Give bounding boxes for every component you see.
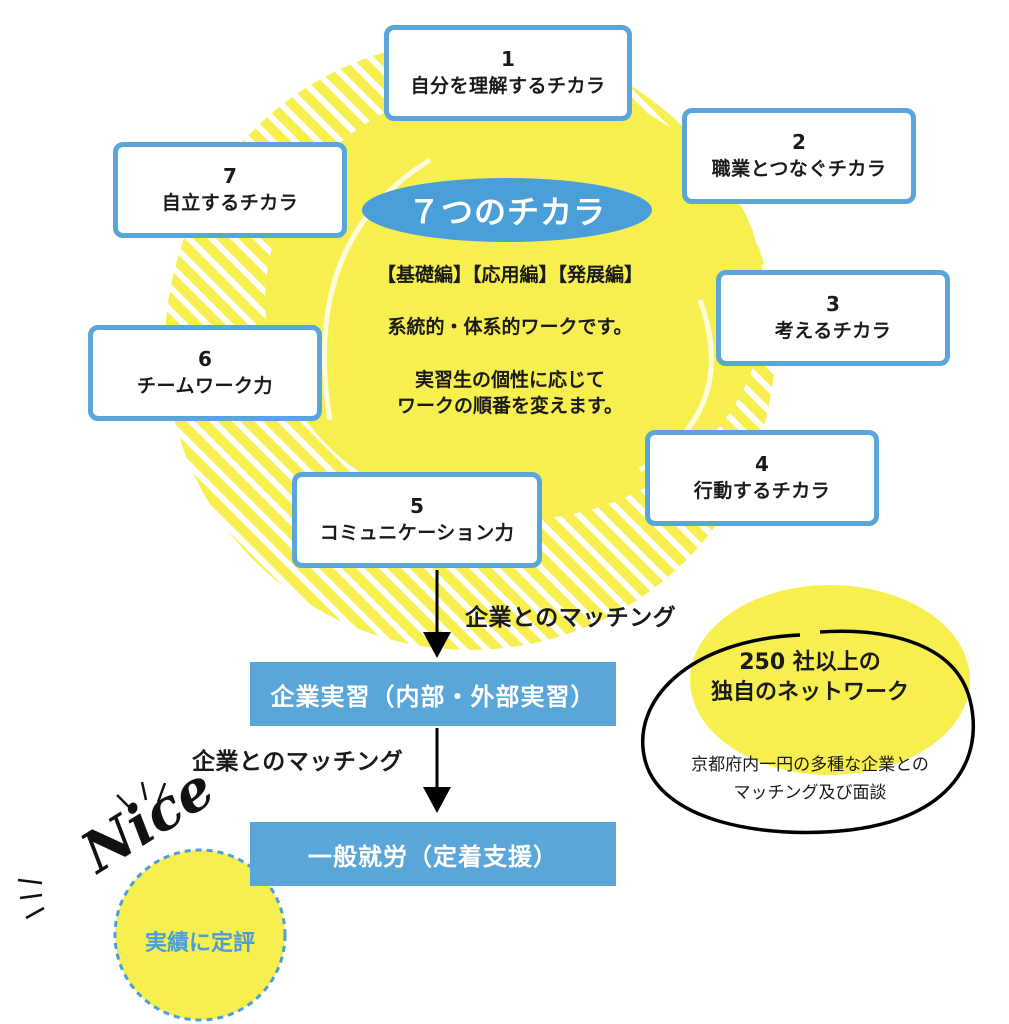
power-number: 4 bbox=[755, 452, 769, 476]
power-box-7: 7 自立するチカラ bbox=[113, 142, 347, 238]
network-title-2: 独自のネットワーク bbox=[710, 680, 909, 705]
badge-text: 実績に定評 bbox=[144, 931, 255, 956]
internship-label: 企業実習（内部・外部実習） bbox=[270, 682, 596, 711]
accent-stroke bbox=[25, 906, 45, 920]
arrow-head-2 bbox=[423, 787, 451, 813]
accent-stroke bbox=[17, 878, 43, 885]
network-sub-1: 京都府内一円の多種な企業との bbox=[691, 755, 929, 775]
power-label: 職業とつなぐチカラ bbox=[711, 158, 887, 180]
power-number: 3 bbox=[826, 292, 840, 316]
inner-white-arc bbox=[321, 157, 432, 421]
power-label: 行動するチカラ bbox=[693, 480, 831, 502]
power-box-3: 3 考えるチカラ bbox=[716, 270, 950, 366]
power-label: 考えるチカラ bbox=[774, 320, 892, 342]
accent-stroke bbox=[156, 782, 167, 803]
center-title: ７つのチカラ bbox=[407, 193, 606, 231]
center-levels: 【基礎編】【応用編】【発展編】 bbox=[376, 264, 643, 286]
arrow-head-1 bbox=[423, 632, 451, 658]
power-box-4: 4 行動するチカラ bbox=[645, 430, 879, 526]
network-hand-drawn-circle bbox=[641, 629, 976, 835]
internship-bar: 企業実習（内部・外部実習） bbox=[250, 662, 616, 726]
accent-stroke bbox=[116, 794, 131, 809]
power-number: 2 bbox=[792, 130, 806, 154]
power-number: 7 bbox=[223, 164, 237, 188]
center-line2: 実習生の個性に応じて bbox=[414, 369, 605, 391]
power-label: コミュニケーション力 bbox=[319, 522, 515, 544]
center-line1: 系統的・体系的ワークです。 bbox=[387, 316, 633, 338]
employment-label: 一般就労（定着支援） bbox=[308, 842, 558, 871]
center-line3: ワークの順番を変えます。 bbox=[396, 395, 624, 417]
power-label: 自立するチカラ bbox=[161, 192, 299, 214]
network-sub-2: マッチング及び面談 bbox=[733, 783, 887, 803]
power-number: 5 bbox=[410, 494, 424, 518]
employment-bar: 一般就労（定着支援） bbox=[250, 822, 616, 886]
accent-stroke bbox=[140, 781, 148, 801]
power-label: チームワーク力 bbox=[137, 375, 273, 397]
power-box-5: 5 コミュニケーション力 bbox=[292, 472, 542, 568]
power-box-6: 6 チームワーク力 bbox=[88, 325, 322, 421]
matching-caption-1: 企業とのマッチング bbox=[465, 605, 677, 631]
power-box-2: 2 職業とつなぐチカラ bbox=[682, 108, 916, 204]
power-label: 自分を理解するチカラ bbox=[410, 75, 606, 97]
network-yellow-blob bbox=[690, 585, 970, 775]
power-number: 6 bbox=[198, 347, 212, 371]
accent-stroke bbox=[19, 893, 43, 900]
power-box-1: 1 自分を理解するチカラ bbox=[384, 25, 632, 121]
badge-circle bbox=[113, 848, 287, 1022]
network-title-1: 250 社以上の bbox=[739, 650, 881, 675]
power-number: 1 bbox=[501, 47, 515, 71]
center-title-pill: ７つのチカラ bbox=[362, 178, 652, 242]
matching-caption-2: 企業とのマッチング bbox=[192, 749, 404, 775]
